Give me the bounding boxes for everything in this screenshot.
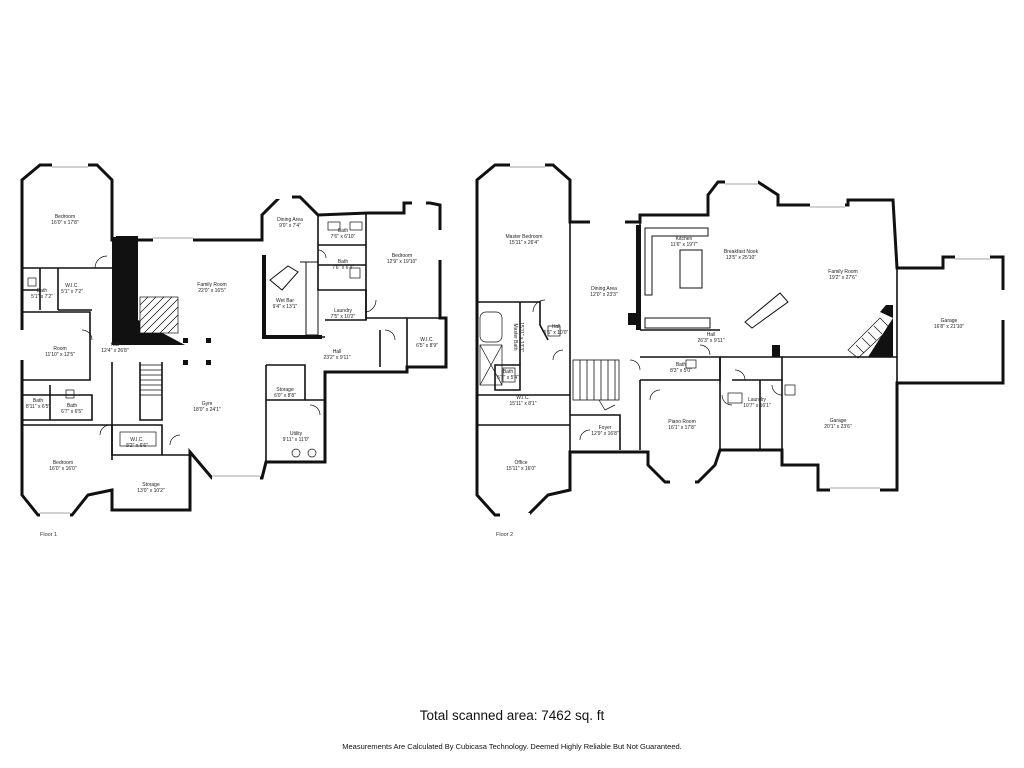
room-name: Bedroom bbox=[53, 460, 73, 466]
room-name: Bath bbox=[37, 288, 48, 294]
room-dims: 26'3" x 9'11" bbox=[697, 338, 724, 344]
room-dims: 12'9" x 19'10" bbox=[387, 259, 417, 265]
room-dims: 12'4" x 26'8" bbox=[101, 348, 129, 354]
room-name: Garage bbox=[941, 318, 958, 324]
room-dims: 11'6" x 19'7" bbox=[670, 242, 697, 248]
room-dims: 9'0" x 7'4" bbox=[279, 223, 301, 229]
room-name: Garage bbox=[830, 418, 847, 424]
room-name: Dining Area bbox=[277, 217, 303, 223]
room-dims: 6'5" x 8'9" bbox=[416, 343, 438, 349]
room-dims: 11'10" x 12'5" bbox=[45, 352, 75, 358]
room-name: Hall bbox=[707, 332, 716, 338]
room-dims: 5'1" x 7'2" bbox=[61, 289, 83, 295]
room-name: Wet Bar bbox=[276, 298, 294, 304]
room-dims: 13'5" x 25'10" bbox=[726, 255, 756, 261]
room-name: W.I.C. bbox=[65, 283, 79, 289]
room-dims: 9'4" x 13'1" bbox=[273, 304, 298, 310]
room-name: Bedroom bbox=[392, 253, 412, 259]
room-name: Gym bbox=[202, 401, 213, 407]
room-name: Family Room bbox=[828, 269, 857, 275]
room-dims: 12'9" x 16'8" bbox=[591, 431, 619, 437]
room-dims: 16'1" x 17'8" bbox=[668, 425, 696, 431]
total-area: Total scanned area: 7462 sq. ft bbox=[419, 708, 605, 723]
room-name: Bath bbox=[338, 259, 349, 265]
room-dims: 6'7" x 6'5" bbox=[61, 409, 83, 415]
room-dims: 5'7" x 5'4" bbox=[497, 375, 519, 381]
room-dims: 5'1" x 7'2" bbox=[31, 294, 53, 300]
room-dims: 22'0" x 16'5" bbox=[198, 288, 226, 294]
room-dims: 8'2" x 6'6" bbox=[126, 443, 148, 449]
room-dims: 16'8" x 21'10" bbox=[934, 324, 964, 330]
disclaimer: Measurements Are Calculated By Cubicasa … bbox=[342, 742, 682, 751]
room-dims: 20'1" x 23'6" bbox=[824, 424, 852, 430]
room-dims: 16'0" x 16'0" bbox=[49, 466, 77, 472]
room-dims: 15'11" x 26'4" bbox=[509, 240, 539, 246]
room-name: W.I.C. bbox=[130, 437, 144, 443]
room-name: Office bbox=[515, 460, 528, 466]
room-dims: 10'7" x 16'1" bbox=[743, 403, 771, 409]
room-name: Dining Area bbox=[591, 286, 617, 292]
room-name: Master Bedroom bbox=[506, 234, 543, 240]
room-name: W.I.C. bbox=[516, 395, 530, 401]
room-name: Hall bbox=[333, 349, 342, 355]
room-dims: 23'2" x 9'11" bbox=[323, 355, 350, 361]
room-dims: 9'11" x 11'0" bbox=[283, 437, 310, 443]
room-name: Storage bbox=[142, 482, 160, 488]
floor-2-plan bbox=[475, 163, 1005, 517]
room-name: Storage bbox=[276, 387, 294, 393]
room-dims: 6'0" x 8'8" bbox=[274, 393, 296, 399]
room-name: Bath bbox=[676, 362, 687, 368]
room-dims: 12'0" x 23'3" bbox=[590, 292, 618, 298]
room-dims: 19'2" x 27'6" bbox=[829, 275, 857, 281]
room-dims: 15'11" x 13'3" bbox=[518, 322, 524, 352]
room-name: Utility bbox=[290, 431, 303, 437]
room-name: Piano Room bbox=[668, 419, 696, 425]
room-name: Hall bbox=[552, 324, 561, 330]
room-name: Breakfast Nook bbox=[724, 249, 759, 255]
room-name: Bedroom bbox=[55, 214, 75, 220]
room-name: Bath bbox=[67, 403, 78, 409]
room-name: Family Room bbox=[197, 282, 226, 288]
room-name: Laundry bbox=[334, 308, 353, 314]
floor-1-plan bbox=[20, 163, 448, 517]
room-name: Master Bath bbox=[512, 324, 518, 351]
room-name: Hall bbox=[111, 342, 120, 348]
room-dims: 18'0" x 24'1" bbox=[193, 407, 221, 413]
room-dims: 5'6" x 10'0" bbox=[544, 330, 569, 336]
room-dims: 8'11" x 6'5" bbox=[26, 404, 50, 410]
room-dims: 15'11" x 16'0" bbox=[506, 466, 536, 472]
room-dims: 16'0" x 17'8" bbox=[51, 220, 79, 226]
room-dims: 7'6" x 6'4" bbox=[332, 265, 354, 271]
room-dims: 7'5" x 10'2" bbox=[331, 314, 356, 320]
room-name: Bath bbox=[33, 398, 44, 404]
room-name: Kitchen bbox=[676, 236, 693, 242]
floor-2-label: Floor 2 bbox=[496, 532, 513, 538]
room-name: Room bbox=[53, 346, 66, 352]
room-dims: 7'6" x 6'10" bbox=[331, 234, 356, 240]
room-dims: 8'3" x 5'0" bbox=[670, 368, 692, 374]
room-dims: 15'11" x 8'1" bbox=[509, 401, 536, 407]
room-name: W.I.C. bbox=[420, 337, 434, 343]
room-name: Bath bbox=[338, 228, 349, 234]
room-name: Bath bbox=[503, 369, 514, 375]
room-name: Foyer bbox=[599, 425, 612, 431]
room-name: Laundry bbox=[748, 397, 767, 403]
room-dims: 13'0" x 10'2" bbox=[137, 488, 165, 494]
floor-1-label: Floor 1 bbox=[40, 532, 57, 538]
